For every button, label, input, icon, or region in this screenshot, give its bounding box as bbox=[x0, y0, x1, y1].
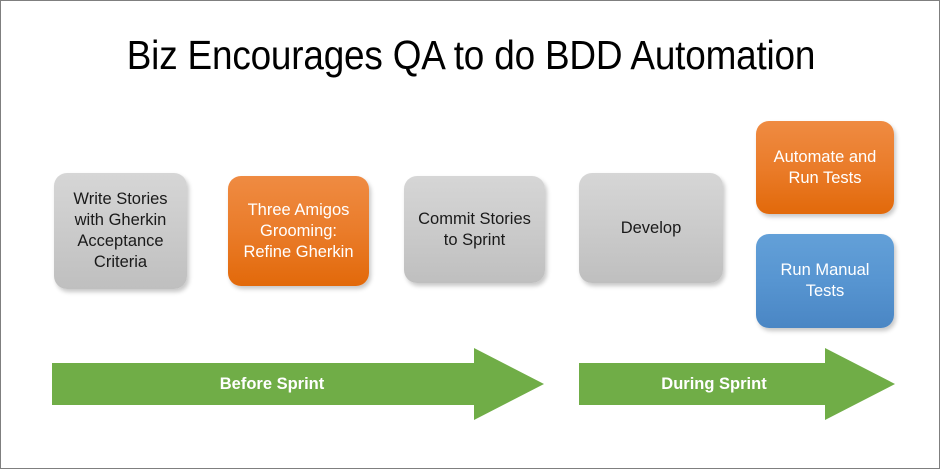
arrow-right-icon bbox=[579, 348, 895, 420]
process-node-automate-run-tests[interactable]: Automate and Run Tests bbox=[756, 121, 894, 214]
process-node-label: Three Amigos Grooming: Refine Gherkin bbox=[243, 200, 354, 261]
process-node-label: Commit Stories to Sprint bbox=[418, 209, 531, 249]
process-node-label: Run Manual Tests bbox=[780, 261, 870, 300]
process-node-label: Automate and Run Tests bbox=[773, 147, 877, 187]
process-node-develop[interactable]: Develop bbox=[579, 173, 723, 283]
process-node-run-manual-tests[interactable]: Run Manual Tests bbox=[756, 234, 894, 328]
phase-arrow-during-sprint[interactable]: During Sprint bbox=[579, 348, 895, 420]
process-node-three-amigos[interactable]: Three Amigos Grooming: Refine Gherkin bbox=[228, 176, 369, 286]
process-node-label: Develop bbox=[620, 218, 682, 237]
phase-arrow-before-sprint[interactable]: Before Sprint bbox=[52, 348, 544, 420]
process-node-write-stories[interactable]: Write Stories with Gherkin Acceptance Cr… bbox=[54, 173, 187, 289]
process-node-label: Write Stories with Gherkin Acceptance Cr… bbox=[73, 190, 168, 271]
arrow-right-icon bbox=[52, 348, 544, 420]
page-title: Biz Encourages QA to do BDD Automation bbox=[126, 32, 816, 78]
process-node-commit-stories[interactable]: Commit Stories to Sprint bbox=[404, 176, 545, 283]
